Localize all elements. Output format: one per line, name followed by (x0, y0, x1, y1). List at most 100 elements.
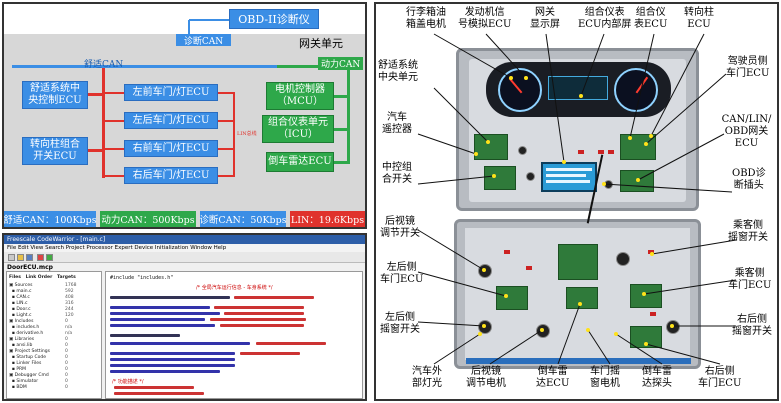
engine-ecu: 电机控制器 （MCU） (266, 82, 334, 110)
cluster-ecu-label: 组合仪表单元 （ICU） (268, 117, 328, 140)
status-comfort-text: 舒适CAN：100Kbps (3, 215, 97, 226)
label-mirror-switch: 后视镜 调节开关 (380, 216, 420, 239)
label-driver-door: 驾驶员侧 车门ECU (726, 56, 770, 79)
label-gateway-screen: 网关 显示屏 (530, 7, 560, 30)
comfort-central-ecu-label: 舒适系统中 央控制ECU (28, 83, 82, 106)
label-steering-col: 转向柱 ECU (684, 7, 714, 30)
center-module-pcb (558, 244, 598, 280)
ide-toolbar[interactable] (4, 252, 365, 263)
speedometer-gauge (614, 68, 658, 112)
debug-icon[interactable] (37, 254, 44, 261)
right-rear-door-pcb (630, 326, 662, 348)
ide-titlebar (4, 235, 365, 244)
ide-title: Freescale CodeWarrior - [main.c] (7, 236, 106, 243)
steering-switch-link (88, 149, 104, 152)
case-blue-strip (466, 358, 691, 364)
door-ecu-front-right: 右前车门/灯ECU (124, 140, 218, 157)
label-right-rear-window: 右后侧 摇窗开关 (732, 314, 772, 337)
comfort-vertical-red (102, 68, 105, 178)
door-ecu-rear-right: 右后车门/灯ECU (124, 167, 218, 184)
open-folder-icon[interactable] (17, 254, 24, 261)
steering-switch-ecu: 转向柱组合 开关ECU (22, 137, 88, 165)
status-power-can: 动力CAN：500Kbps (100, 211, 196, 227)
gateway-lcd (541, 162, 597, 192)
status-lin: LIN：19.6Kbps (290, 211, 365, 227)
driver-door-pcb (620, 134, 656, 160)
ide-panel: Freescale CodeWarrior - [main.c] File Ed… (2, 233, 367, 401)
status-diag-can: 诊断CAN：50Kbps (199, 211, 287, 227)
lin-small-label: LIN总线 (237, 131, 257, 137)
door-ecu-label: 右前车门/灯ECU (132, 142, 210, 154)
lin-link (218, 148, 234, 150)
label-comfort-central: 舒适系统 中央单元 (378, 60, 418, 83)
door-ecu-label: 右后车门/灯ECU (132, 169, 210, 181)
door-ecu-front-left: 左前车门/灯ECU (124, 84, 218, 101)
label-left-rear-window: 左后侧 摇窗开关 (380, 312, 420, 335)
label-cluster-ecu: 组合仪 表ECU (634, 7, 668, 30)
label-remote: 汽车 遥控器 (382, 112, 412, 135)
comment-line-1: /* 全局汽车运行信息 - 车身系统 */ (196, 285, 273, 291)
obd-box-label: OBD-II诊断仪 (238, 13, 310, 26)
label-radar-ecu: 倒车雷 达ECU (536, 366, 570, 389)
door-link (105, 120, 124, 122)
diag-can-top-label: 诊断CAN (183, 36, 224, 47)
new-file-icon[interactable] (8, 254, 15, 261)
diag-can-top-label-box: 诊断CAN (176, 34, 231, 47)
label-passenger-window-sw: 乘客侧 摇窗开关 (728, 220, 768, 243)
comment-line-2: /* 功能描述 */ (112, 379, 144, 385)
door-ecu-label: 左后车门/灯ECU (132, 114, 210, 126)
label-central-lock: 中控组 合开关 (382, 162, 412, 185)
cluster-inner-screen (548, 76, 608, 100)
comfort-central-pcb (474, 134, 508, 160)
label-obd-socket: OBD诊 断插头 (732, 168, 766, 191)
label-engine-sim: 发动机信 号模拟ECU (458, 7, 512, 30)
power-vertical (347, 68, 350, 164)
comfort-can-label: 舒适CAN (84, 60, 124, 70)
project-tab[interactable]: DoorECU.mcp (7, 264, 53, 271)
door-link (105, 92, 124, 94)
status-comfort-can: 舒适CAN：100Kbps (3, 211, 97, 227)
ide-menubar[interactable]: File Edit View Search Project Processor … (4, 244, 365, 252)
comfort-central-ecu: 舒适系统中 央控制ECU (22, 81, 88, 109)
code-editor[interactable]: #include "includes.h" /* 全局汽车运行信息 - 车身系统… (105, 271, 363, 399)
obd-diagnostic-box: OBD-II诊断仪 (229, 9, 319, 29)
save-icon[interactable] (26, 254, 33, 261)
passenger-door-pcb (630, 284, 662, 308)
power-can-label: 动力CAN (318, 57, 364, 70)
status-diag-text: 诊断CAN：50Kbps (199, 215, 287, 226)
status-lin-text: LIN：19.6Kbps (290, 215, 365, 226)
door-link (105, 148, 124, 150)
radar-link (334, 161, 348, 164)
door-ecu-label: 左前车门/灯ECU (132, 86, 210, 98)
lin-link (218, 92, 234, 94)
label-cluster-screen: 组合仪表 ECU内部屏 (578, 7, 632, 30)
engine-ecu-label: 电机控制器 （MCU） (275, 84, 325, 107)
cluster-link (334, 128, 348, 131)
lin-link (218, 120, 234, 122)
steering-switch-ecu-label: 转向柱组合 开关ECU (30, 139, 80, 162)
callout-leads (417, 33, 737, 365)
door-ecu-rear-left: 左后车门/灯ECU (124, 112, 218, 129)
lin-link (218, 175, 234, 177)
label-window-motor: 车门摇 窗电机 (590, 366, 620, 389)
engine-link (334, 95, 348, 98)
radar-ecu: 倒车雷达ECU (266, 152, 334, 172)
label-passenger-door: 乘客侧 车门ECU (728, 268, 772, 291)
status-power-text: 动力CAN：500Kbps (101, 215, 195, 226)
lin-vertical (233, 92, 235, 177)
instrument-cluster (486, 62, 671, 117)
trainer-case-panel: 行李箱油 箱盖电机 发动机信 号模拟ECU 网关 显示屏 组合仪表 ECU内部屏… (374, 2, 779, 401)
network-topology-panel: OBD-II诊断仪 诊断CAN 网关单元 舒适CAN 动力CAN 舒适系统中 央… (2, 2, 367, 229)
label-mirror-motor: 后视镜 调节电机 (466, 366, 506, 389)
label-right-rear-door: 右后侧 车门ECU (698, 366, 742, 389)
label-left-rear-door: 左后侧 车门ECU (380, 262, 424, 285)
run-icon[interactable] (46, 254, 53, 261)
cluster-ecu: 组合仪表单元 （ICU） (262, 115, 334, 143)
label-gateway-ecu: CAN/LIN/ OBD网关ECU (721, 114, 772, 149)
radar-ecu-pcb (566, 287, 598, 309)
gateway-title: 网关单元 (299, 37, 343, 50)
left-rear-door-pcb (496, 286, 528, 310)
comfort-central-link (88, 93, 104, 96)
label-radar-probe: 倒车雷 达探头 (642, 366, 672, 389)
